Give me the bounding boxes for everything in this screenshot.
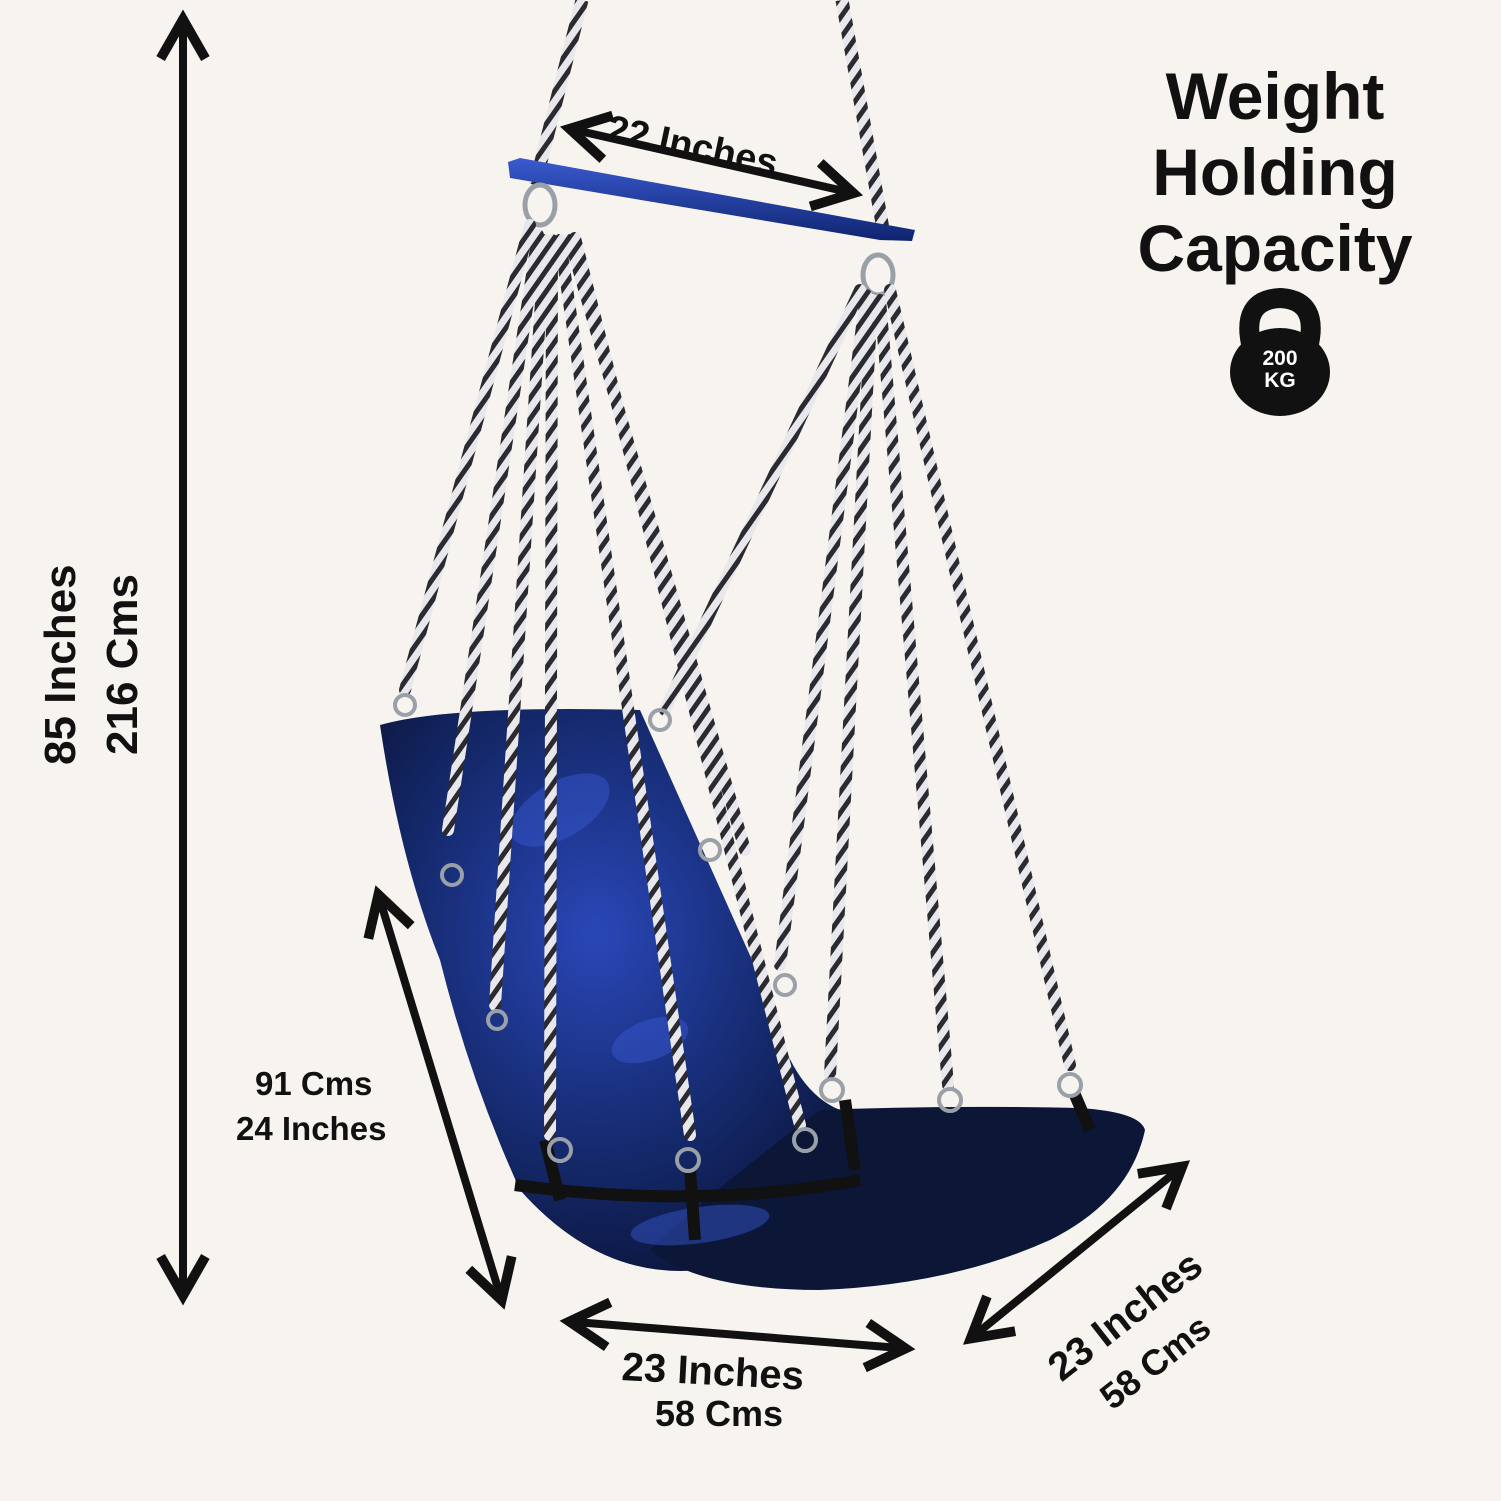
height-cms-label: 216 Cms: [98, 573, 147, 755]
hanging-ropes: [528, 0, 892, 242]
height-inches-label: 85 Inches: [36, 564, 85, 765]
seat-width-inches-label: 23 Inches: [620, 1345, 806, 1399]
title-line-1: Weight: [1165, 59, 1385, 133]
badge-unit: KG: [1264, 369, 1296, 392]
top-bar-arrow: [559, 110, 864, 212]
badge-value: 200: [1262, 347, 1298, 370]
kettlebell-badge-text: 200 KG: [1225, 348, 1335, 392]
back-cms-label: 91 Cms: [255, 1065, 373, 1102]
seat-straps: [514, 1092, 1096, 1241]
dimension-arrows: [156, 9, 1191, 1373]
weight-capacity-title: Weight Holding Capacity: [1120, 58, 1430, 286]
back-inches-label: 24 Inches: [236, 1110, 387, 1147]
title-line-2: Holding: [1152, 135, 1398, 209]
seat-width-arrow: [559, 1297, 916, 1373]
title-line-3: Capacity: [1137, 211, 1413, 285]
seat-depth-arrow: [962, 1160, 1191, 1345]
cushion-highlights: [510, 773, 770, 1246]
kettlebell-icon: [1230, 287, 1330, 416]
back-length-arrow: [363, 885, 517, 1310]
seat-ropes: [399, 219, 1076, 1141]
seat-width-cms-label: 58 Cms: [655, 1393, 784, 1434]
